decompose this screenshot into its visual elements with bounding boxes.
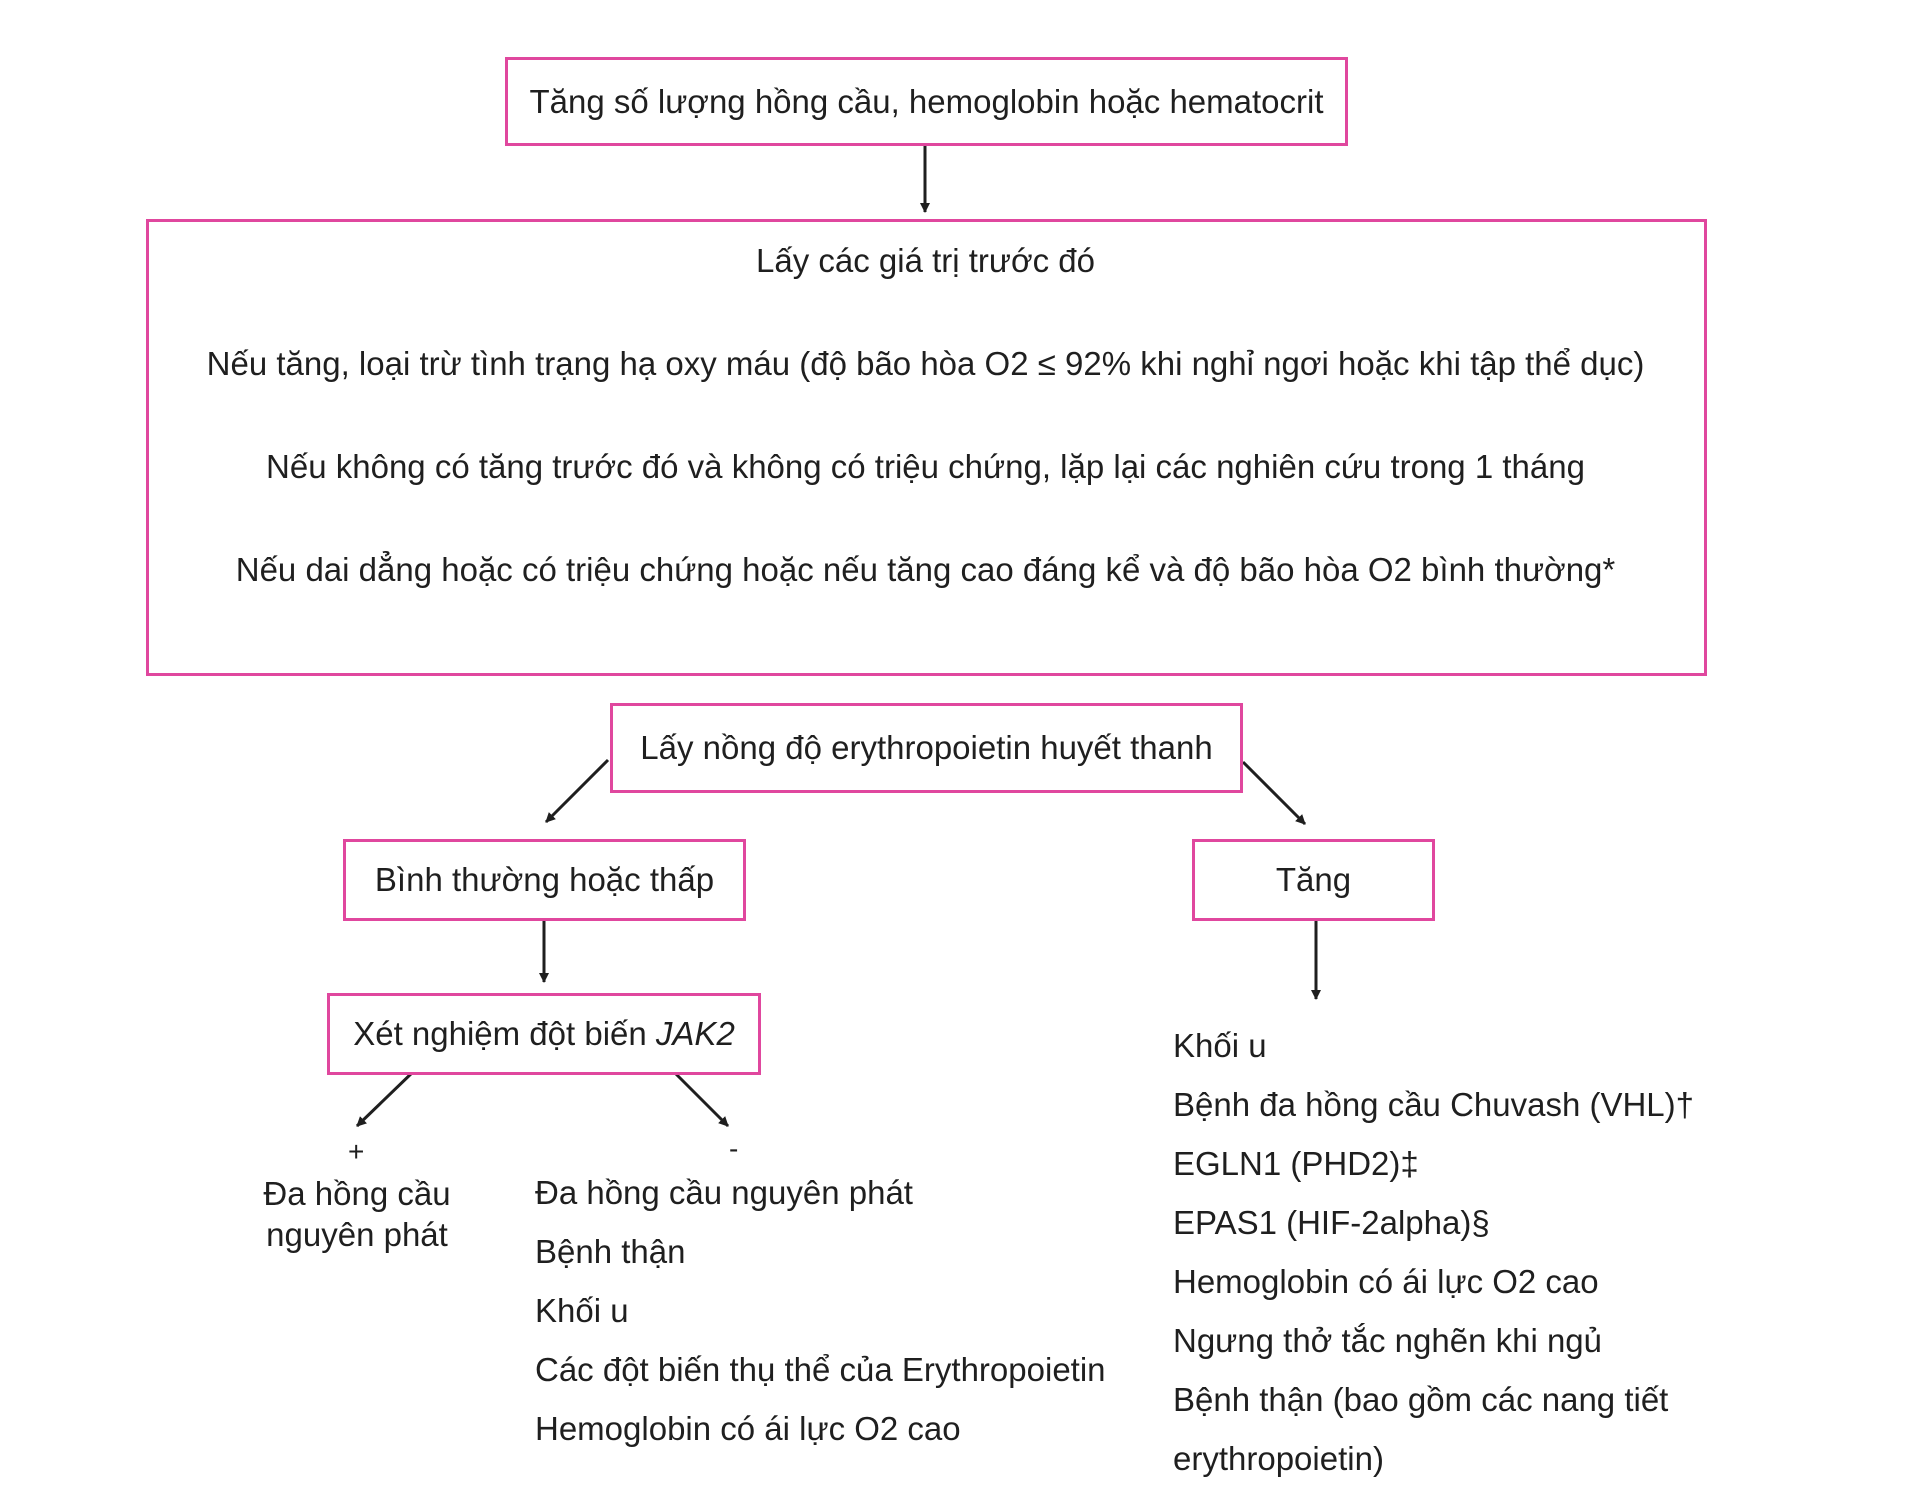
list-item: Đa hồng cầu nguyên phát [535,1174,913,1211]
list-item: Hemoglobin có ái lực O2 cao [1173,1263,1599,1300]
list-item: Khối u [535,1292,629,1329]
list-item: EPAS1 (HIF-2alpha)§ [1173,1204,1490,1241]
jak2-test-prefix: Xét nghiệm đột biến [353,1015,656,1052]
list-item: Bệnh đa hồng cầu Chuvash (VHL)† [1173,1086,1695,1123]
list-item: Ngưng thở tắc nghẽn khi ngủ [1173,1322,1603,1359]
list-item: EGLN1 (PHD2)‡ [1173,1145,1419,1182]
top-box: Tăng số lượng hồng cầu, hemoglobin hoặc … [505,57,1348,146]
arrow-epo-to-high [1241,760,1307,826]
step-2-text: Nếu tăng, loại trừ tình trạng hạ oxy máu… [206,345,1645,382]
jak2-test-box: Xét nghiệm đột biến JAK2 [327,993,761,1075]
list-item: Khối u [1173,1027,1267,1064]
jak2-gene: JAK2 [655,1015,735,1052]
arrow-jak2-negative [670,1068,730,1128]
increased-results-list: Khối u Bệnh đa hồng cầu Chuvash (VHL)† E… [1173,1016,1694,1488]
arrow-jak2-positive [355,1068,417,1128]
positive-result-line-1: Đa hồng cầu [263,1175,451,1212]
step-4-text: Nếu dai dẳng hoặc có triệu chứng hoặc nế… [235,551,1616,588]
low-normal-box: Bình thường hoặc thấp [343,839,746,921]
list-item: Bệnh thận [535,1233,686,1270]
list-item: Hemoglobin có ái lực O2 cao [535,1410,961,1447]
step-1-text: Lấy các giá trị trước đó [755,242,1096,279]
positive-result-line-2: nguyên phát [266,1216,448,1253]
positive-result: Đa hồng cầu nguyên phát [237,1173,477,1255]
positive-sign: + [348,1136,365,1167]
list-item: Bệnh thận (bao gồm các nang tiết [1173,1381,1669,1418]
negative-results-list: Đa hồng cầu nguyên phát Bệnh thận Khối u… [535,1163,1106,1458]
increased-box: Tăng [1192,839,1435,921]
list-item: Các đột biến thụ thể của Erythropoietin [535,1351,1106,1388]
workup-steps-box [146,219,1707,676]
list-item: erythropoietin) [1173,1440,1384,1477]
epo-box: Lấy nồng độ erythropoietin huyết thanh [610,703,1243,793]
step-3-text: Nếu không có tăng trước đó và không có t… [266,448,1585,485]
negative-sign: - [729,1133,739,1164]
arrow-epo-to-low [544,758,610,824]
